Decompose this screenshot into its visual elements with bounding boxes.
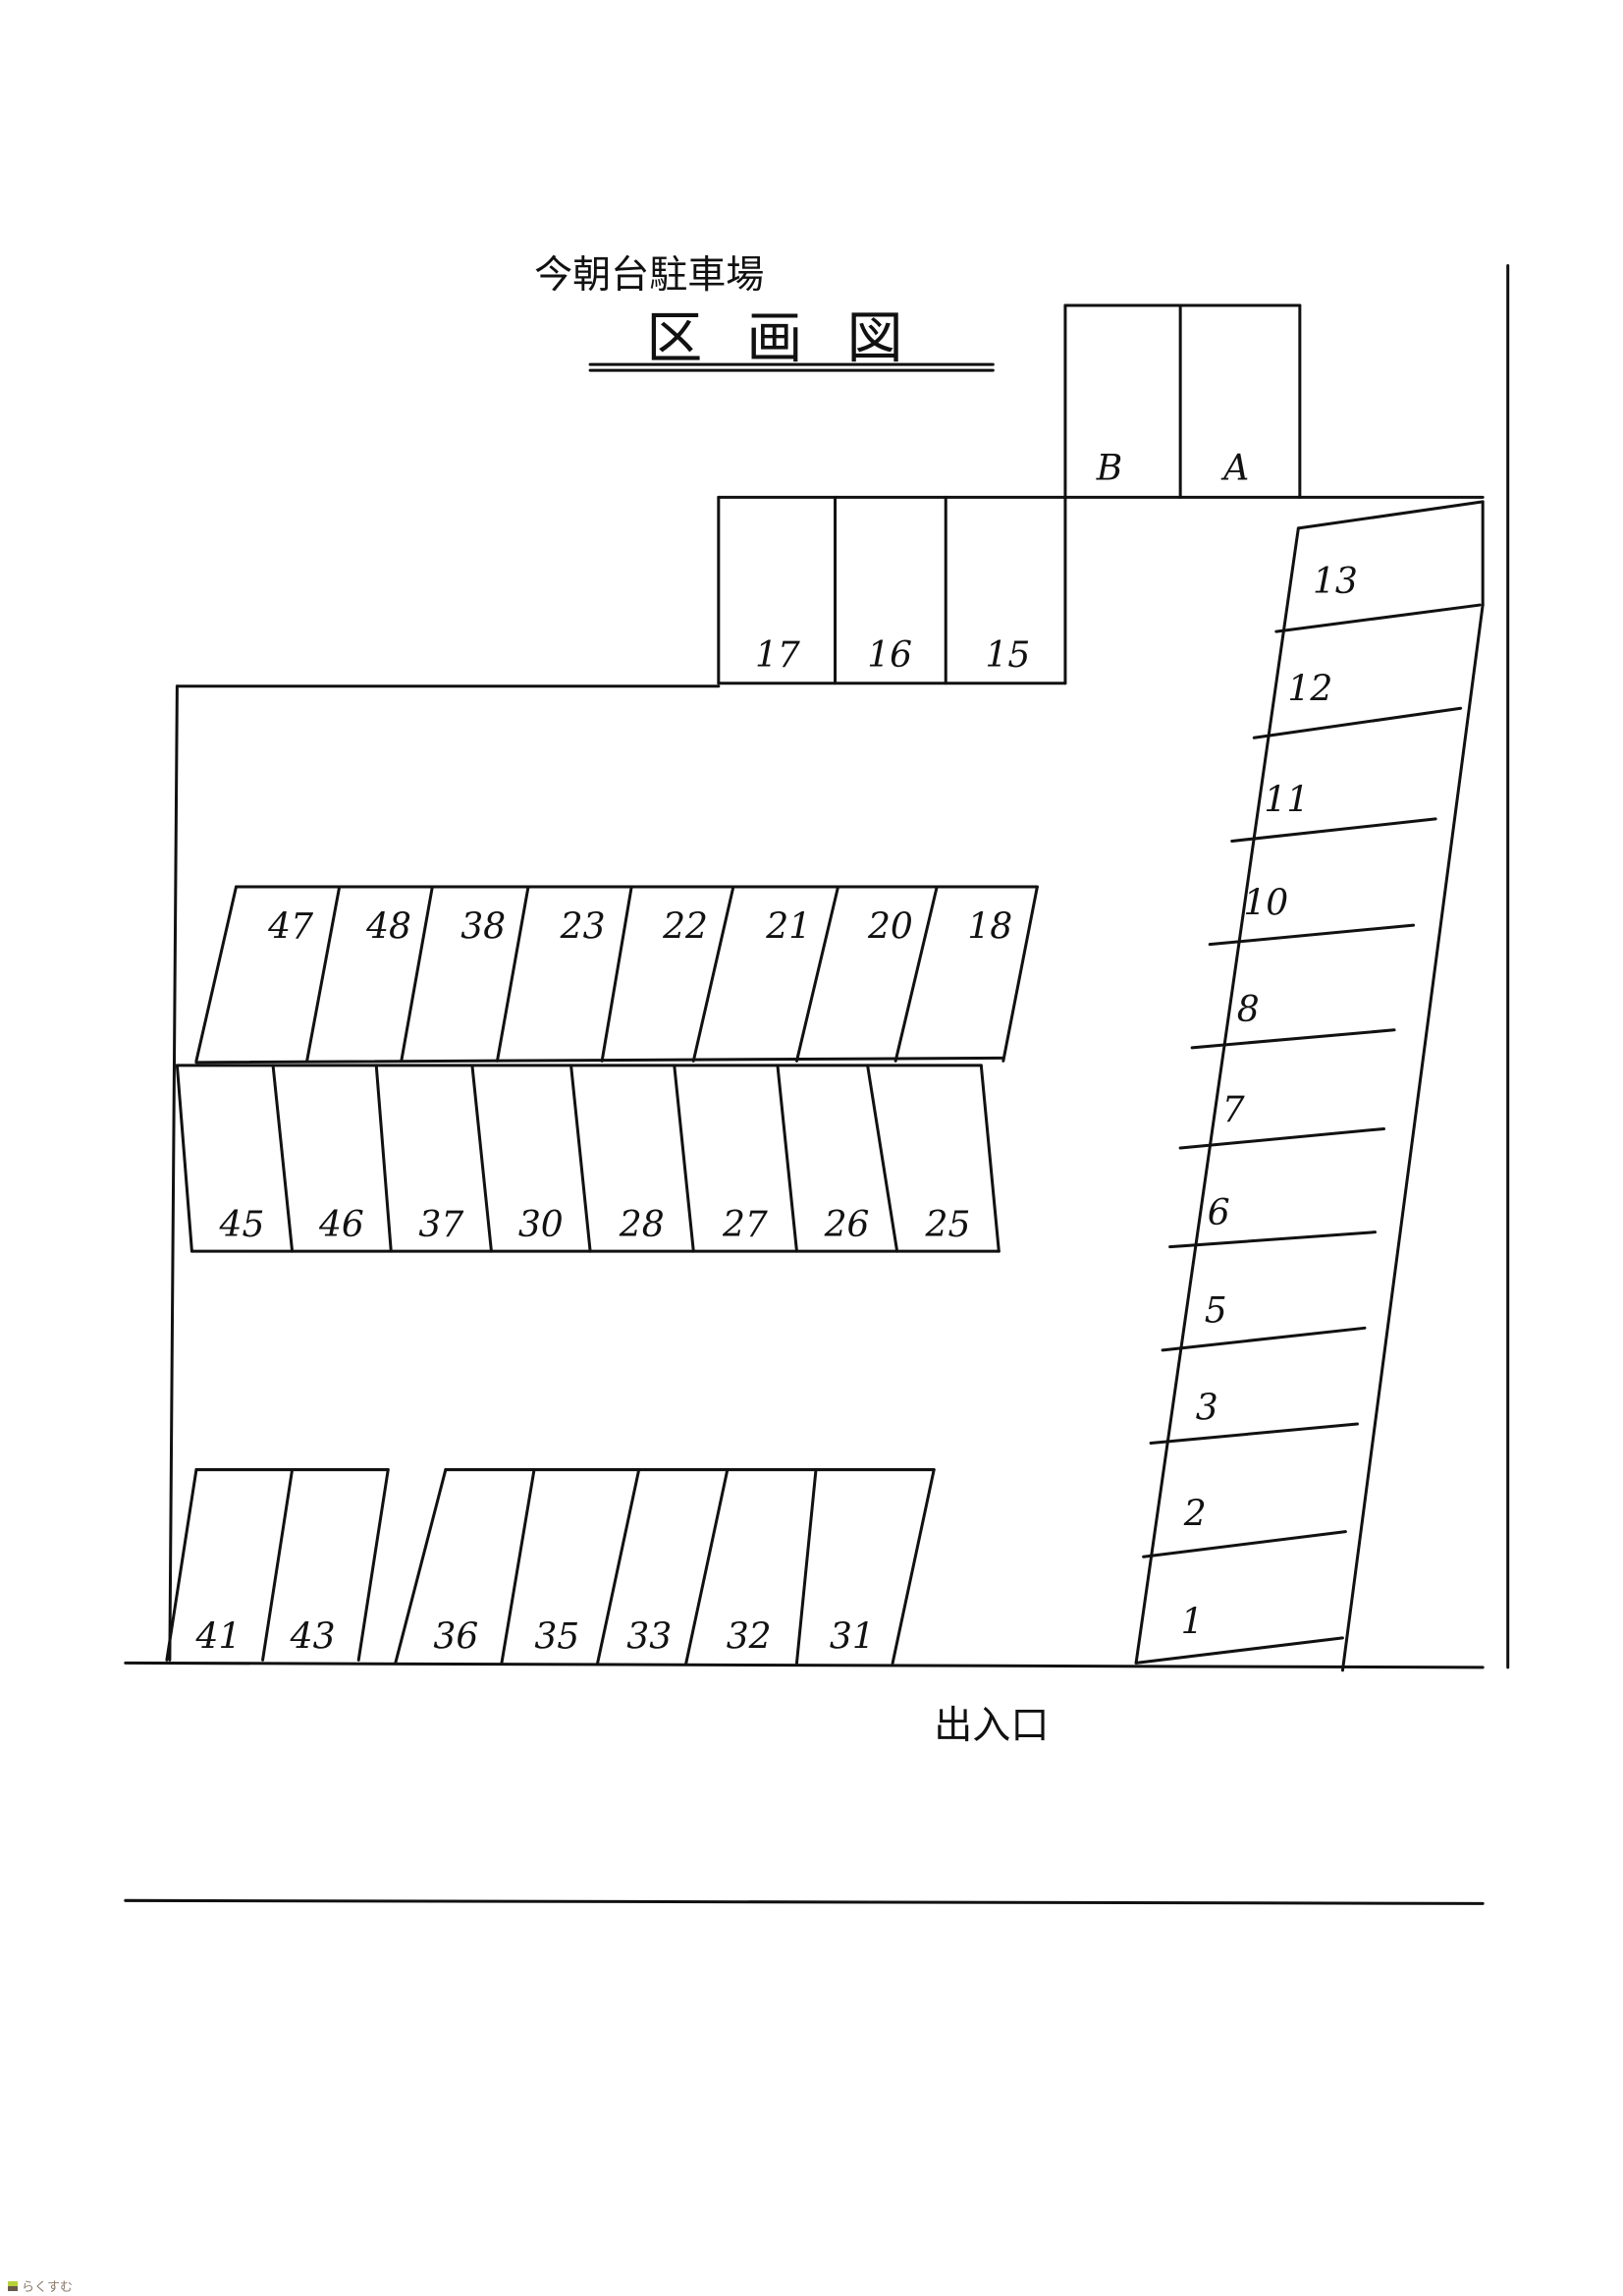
space-label: 30 <box>518 1204 564 1245</box>
space-label: 12 <box>1287 669 1332 710</box>
house-logo-icon <box>8 2280 18 2291</box>
space-divider <box>1001 885 1039 1063</box>
space-divider <box>1168 1230 1377 1249</box>
space-divider <box>794 885 840 1063</box>
space-divider <box>569 1064 592 1253</box>
entrance-label: 出入口 <box>934 1704 1049 1748</box>
space-divider <box>1230 817 1437 843</box>
space-divider <box>1274 603 1482 633</box>
space-divider <box>1149 1422 1359 1446</box>
space-divider <box>776 1064 798 1253</box>
space-label: 21 <box>765 906 811 948</box>
watermark: らくすむ <box>8 2276 73 2295</box>
space-label: 15 <box>985 634 1030 676</box>
space-label: 1 <box>1181 1601 1204 1642</box>
space-label: 31 <box>830 1615 875 1657</box>
space-label: 36 <box>433 1615 478 1657</box>
space-label: 27 <box>722 1204 768 1245</box>
space-label: 11 <box>1264 779 1309 820</box>
space-divider <box>684 1468 730 1665</box>
space-divider <box>271 1064 295 1253</box>
space-divider <box>1161 1326 1367 1352</box>
space-label: 48 <box>365 906 411 948</box>
space-divider <box>261 1468 295 1662</box>
space-label: 46 <box>318 1204 364 1245</box>
space-label: 10 <box>1243 883 1288 924</box>
space-divider <box>1190 1028 1396 1050</box>
space-label: 26 <box>824 1204 870 1245</box>
space-label: 16 <box>867 634 912 676</box>
space-label: 5 <box>1205 1289 1227 1331</box>
space-divider <box>866 1064 899 1253</box>
road-edge-line <box>124 1898 1485 1905</box>
space-label: 41 <box>195 1615 242 1657</box>
space-label: 8 <box>1237 989 1260 1030</box>
space-divider <box>673 1064 695 1253</box>
boundary-line <box>194 1056 1005 1065</box>
space-divider <box>500 1468 536 1665</box>
space-divider <box>1252 706 1463 739</box>
space-divider <box>891 1468 936 1665</box>
space-divider <box>165 1468 198 1662</box>
road-edge-line <box>124 1661 1485 1669</box>
space-label: 13 <box>1313 561 1358 602</box>
space-divider <box>394 1468 448 1665</box>
space-label: 20 <box>867 906 913 948</box>
space-label: 22 <box>662 906 708 948</box>
space-divider <box>374 1064 393 1253</box>
space-divider <box>691 885 735 1063</box>
space-divider <box>1208 923 1416 947</box>
space-divider <box>175 1064 193 1253</box>
space-label: 23 <box>560 906 606 948</box>
space-label: B <box>1096 447 1123 488</box>
space-divider <box>600 885 633 1063</box>
boundary-line <box>1340 603 1485 1672</box>
layout-lines <box>124 263 1510 1905</box>
space-divider <box>1178 1126 1385 1150</box>
boundary-line <box>1134 526 1300 1665</box>
space-label: 33 <box>626 1615 672 1657</box>
space-label: 35 <box>534 1615 579 1657</box>
space-label: 43 <box>290 1615 336 1657</box>
space-label: A <box>1220 447 1249 488</box>
space-divider <box>400 885 434 1063</box>
space-label: 6 <box>1208 1192 1230 1233</box>
space-label: 3 <box>1196 1387 1218 1428</box>
space-label: 45 <box>219 1204 265 1245</box>
space-divider <box>1134 1636 1344 1665</box>
space-label: 18 <box>967 906 1012 948</box>
space-label: 7 <box>1222 1089 1245 1130</box>
space-divider <box>194 885 239 1063</box>
space-divider <box>470 1064 493 1253</box>
space-divider <box>1142 1530 1347 1558</box>
space-label: 25 <box>925 1204 971 1245</box>
space-divider <box>794 1468 818 1665</box>
boundary-line <box>1296 500 1485 530</box>
space-divider <box>495 885 530 1063</box>
subtitle: 今朝台駐車場 <box>534 253 764 298</box>
space-label: 2 <box>1183 1494 1207 1535</box>
space-divider <box>596 1468 641 1665</box>
space-label: 17 <box>755 634 800 676</box>
space-label: 37 <box>418 1204 463 1245</box>
watermark-text: らくすむ <box>22 2280 74 2295</box>
space-label: 28 <box>619 1204 665 1245</box>
space-label: 38 <box>460 906 506 948</box>
space-divider <box>305 885 342 1063</box>
page-title: 区画図 <box>646 306 947 371</box>
space-label: 47 <box>267 906 313 948</box>
space-divider <box>893 885 939 1063</box>
boundary-line <box>168 684 179 1662</box>
space-divider <box>979 1064 1001 1253</box>
space-divider <box>356 1468 390 1662</box>
space-label: 32 <box>727 1615 772 1657</box>
